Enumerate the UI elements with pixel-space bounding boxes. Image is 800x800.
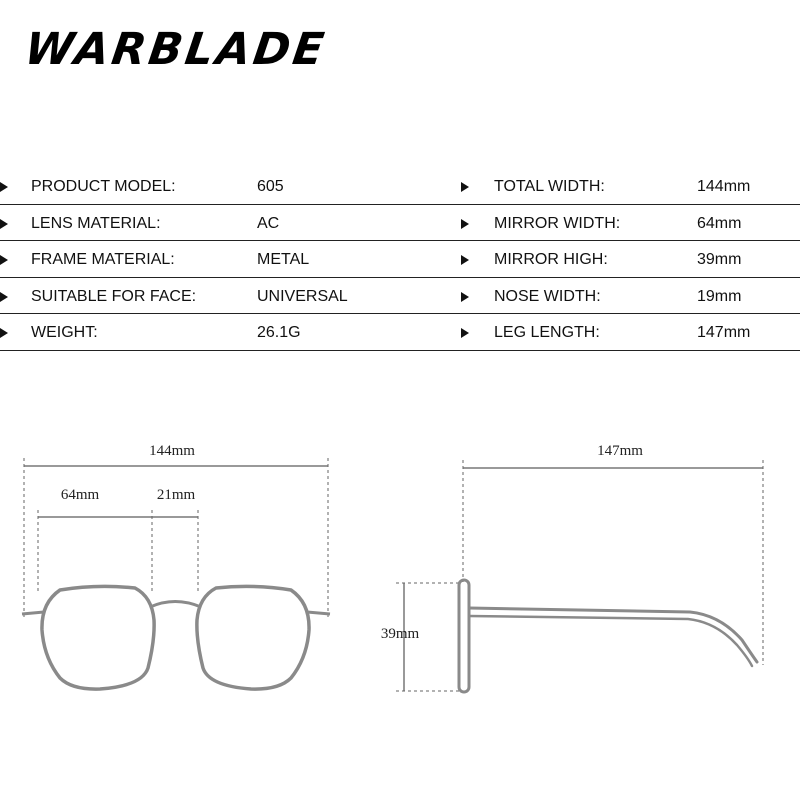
- spec-row: PRODUCT MODEL: 605 TOTAL WIDTH: 144mm: [0, 168, 800, 205]
- lens-side-profile: [457, 578, 471, 694]
- spec-value: 19mm: [697, 287, 742, 305]
- spec-label: MIRROR WIDTH:: [494, 214, 621, 232]
- side-view: 147mm 39mm: [381, 443, 764, 694]
- total-width-label: 144mm: [149, 443, 195, 459]
- spec-row: LENS MATERIAL: AC MIRROR WIDTH: 64mm: [0, 205, 800, 241]
- spec-value: 26.1G: [257, 324, 301, 341]
- lens-height-label: 39mm: [381, 626, 420, 642]
- spec-value: 605: [257, 178, 284, 195]
- right-hinge: [306, 610, 331, 616]
- arrow-right-icon: [461, 182, 469, 192]
- spec-value: 147mm: [697, 324, 751, 341]
- temple-arm: [467, 606, 759, 664]
- spec-label: FRAME MATERIAL:: [31, 251, 175, 268]
- spec-label: SUITABLE FOR FACE:: [31, 287, 197, 305]
- spec-value: 39mm: [697, 251, 742, 268]
- arrow-right-icon: [0, 255, 8, 265]
- arrow-right-icon: [0, 291, 8, 302]
- leg-length-label: 147mm: [597, 443, 643, 459]
- arrow-right-icon: [0, 218, 8, 229]
- arrow-right-icon: [461, 218, 469, 229]
- spec-value: AC: [257, 214, 280, 232]
- arrow-right-icon: [0, 328, 8, 338]
- spec-row: FRAME MATERIAL: METAL MIRROR HIGH: 39mm: [0, 241, 800, 278]
- spec-label: PRODUCT MODEL:: [31, 178, 176, 195]
- spec-label: NOSE WIDTH:: [494, 287, 601, 305]
- spec-label: LEG LENGTH:: [494, 324, 600, 341]
- spec-row: WEIGHT: 26.1G LEG LENGTH: 147mm: [0, 314, 800, 351]
- arrow-right-icon: [0, 182, 8, 192]
- bridge: [149, 600, 202, 609]
- arrow-right-icon: [461, 328, 469, 338]
- spec-table: PRODUCT MODEL: 605 TOTAL WIDTH: 144mm LE…: [0, 168, 800, 351]
- front-view: 144mm 64mm 21mm: [21, 443, 331, 691]
- bridge-width-label: 21mm: [157, 487, 196, 503]
- spec-value: METAL: [257, 251, 310, 268]
- spec-row: SUITABLE FOR FACE: UNIVERSAL NOSE WIDTH:…: [0, 278, 800, 314]
- arrow-right-icon: [461, 255, 469, 265]
- spec-value: 64mm: [697, 214, 742, 232]
- temple-arm-inner: [467, 614, 754, 668]
- left-hinge: [21, 610, 45, 616]
- spec-label: MIRROR HIGH:: [494, 251, 608, 268]
- spec-label: WEIGHT:: [31, 324, 98, 341]
- spec-label: LENS MATERIAL:: [31, 214, 161, 232]
- spec-value: UNIVERSAL: [257, 287, 348, 305]
- left-lens-frame: [40, 584, 156, 691]
- spec-label: TOTAL WIDTH:: [494, 178, 605, 195]
- lens-width-label: 64mm: [61, 487, 100, 503]
- right-lens-frame: [195, 584, 311, 691]
- spec-value: 144mm: [697, 178, 751, 195]
- arrow-right-icon: [461, 291, 469, 302]
